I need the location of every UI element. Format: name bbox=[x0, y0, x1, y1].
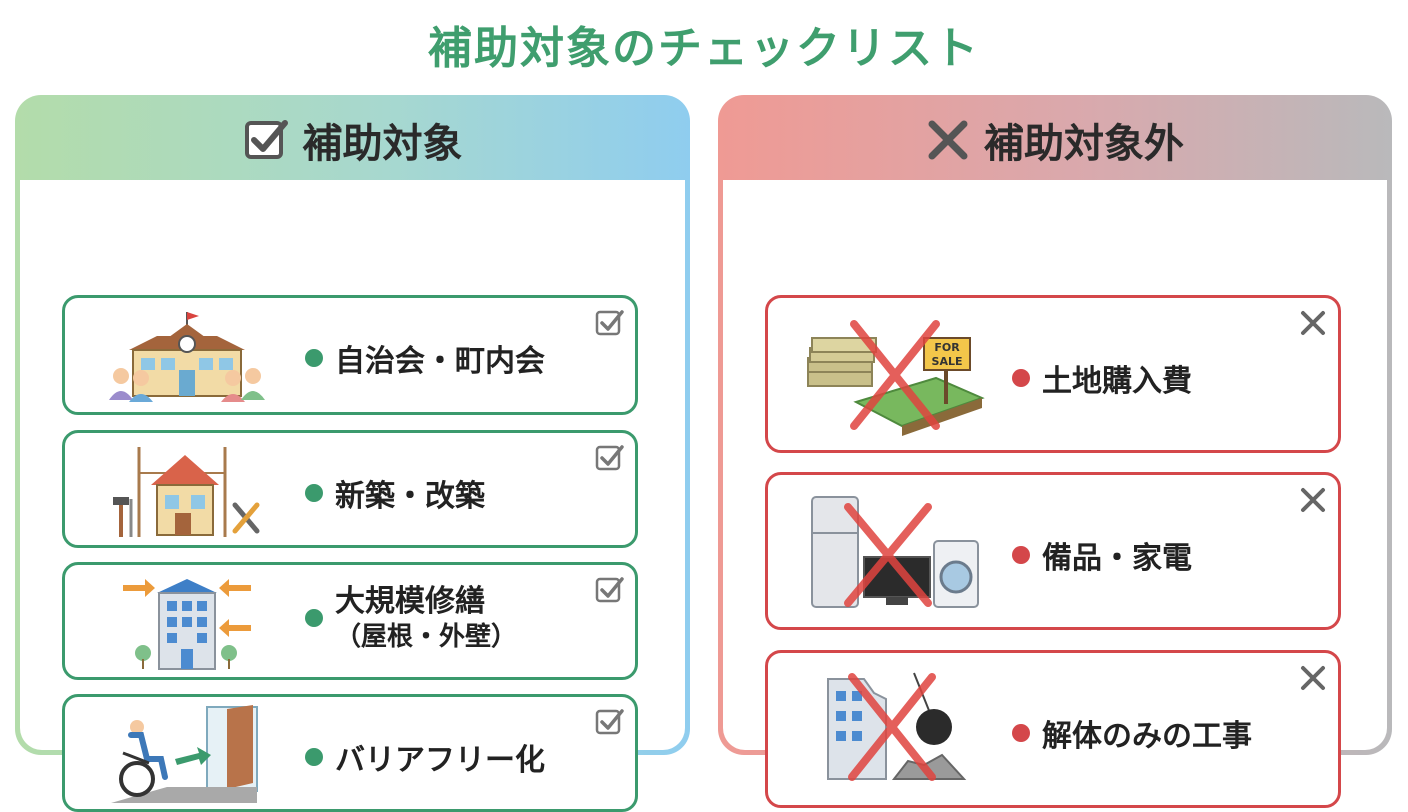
bullet-icon bbox=[1012, 369, 1030, 387]
svg-text:SALE: SALE bbox=[932, 355, 963, 368]
item-label-row: 新築・改築 bbox=[305, 471, 485, 515]
item-label: 大規模修繕 bbox=[335, 584, 485, 619]
page-title: 補助対象のチェックリスト bbox=[428, 23, 980, 74]
cross-icon bbox=[1298, 308, 1328, 342]
bullet-icon bbox=[1012, 546, 1030, 564]
item-label: バリアフリー化 bbox=[335, 743, 545, 778]
bullet-icon bbox=[305, 748, 323, 766]
list-item: FOR SALE 土地購入費 bbox=[765, 295, 1341, 453]
building-renovation-icon bbox=[117, 573, 257, 677]
item-label-row: 自治会・町内会 bbox=[305, 336, 545, 380]
item-label-row: 解体のみの工事 bbox=[1012, 711, 1252, 755]
list-item: 新築・改築 bbox=[62, 430, 638, 548]
item-label: 土地購入費 bbox=[1042, 364, 1192, 399]
item-label-row: 大規模修繕 （屋根・外壁） bbox=[305, 583, 517, 653]
checkbox-checked-icon bbox=[595, 308, 625, 342]
eligible-heading: 補助対象 bbox=[302, 121, 463, 167]
ineligible-header: 補助対象外 bbox=[723, 100, 1387, 180]
eligible-panel: 補助対象 bbox=[15, 95, 690, 812]
bullet-icon bbox=[1012, 724, 1030, 742]
community-hall-icon bbox=[107, 306, 267, 410]
list-item: 解体のみの工事 bbox=[765, 650, 1341, 808]
eligible-header: 補助対象 bbox=[20, 100, 685, 180]
item-label: 新築・改築 bbox=[335, 479, 485, 514]
checkbox-checked-icon bbox=[243, 117, 289, 163]
svg-text:FOR: FOR bbox=[934, 341, 960, 354]
ineligible-panel: 補助対象外 FOR SALE bbox=[718, 95, 1392, 808]
demolition-icon bbox=[824, 669, 974, 795]
item-label-row: バリアフリー化 bbox=[305, 735, 545, 779]
house-construction-icon bbox=[105, 439, 270, 547]
list-item: 備品・家電 bbox=[765, 472, 1341, 630]
list-item: 自治会・町内会 bbox=[62, 295, 638, 415]
ineligible-heading: 補助対象外 bbox=[984, 121, 1184, 167]
land-purchase-icon: FOR SALE bbox=[806, 318, 986, 440]
item-label: 自治会・町内会 bbox=[335, 344, 545, 379]
item-label-row: 土地購入費 bbox=[1012, 356, 1192, 400]
eligible-list: 自治会・町内会 bbox=[20, 180, 685, 812]
cross-icon bbox=[1298, 485, 1328, 519]
wheelchair-ramp-icon bbox=[107, 703, 267, 811]
ineligible-list: FOR SALE 土地購入費 bbox=[723, 180, 1387, 808]
item-label: 備品・家電 bbox=[1042, 541, 1192, 576]
checkbox-checked-icon bbox=[595, 443, 625, 477]
item-label-row: 備品・家電 bbox=[1012, 533, 1192, 577]
cross-icon bbox=[1298, 663, 1328, 697]
cross-icon bbox=[926, 118, 970, 162]
bullet-icon bbox=[305, 484, 323, 502]
item-label: 解体のみの工事 bbox=[1042, 719, 1252, 754]
list-item: バリアフリー化 bbox=[62, 694, 638, 812]
checkbox-checked-icon bbox=[595, 575, 625, 609]
checkbox-checked-icon bbox=[595, 707, 625, 741]
item-sublabel: （屋根・外壁） bbox=[335, 621, 518, 652]
appliances-icon bbox=[808, 493, 983, 617]
list-item: 大規模修繕 （屋根・外壁） bbox=[62, 562, 638, 680]
bullet-icon bbox=[305, 349, 323, 367]
bullet-icon bbox=[305, 609, 323, 627]
